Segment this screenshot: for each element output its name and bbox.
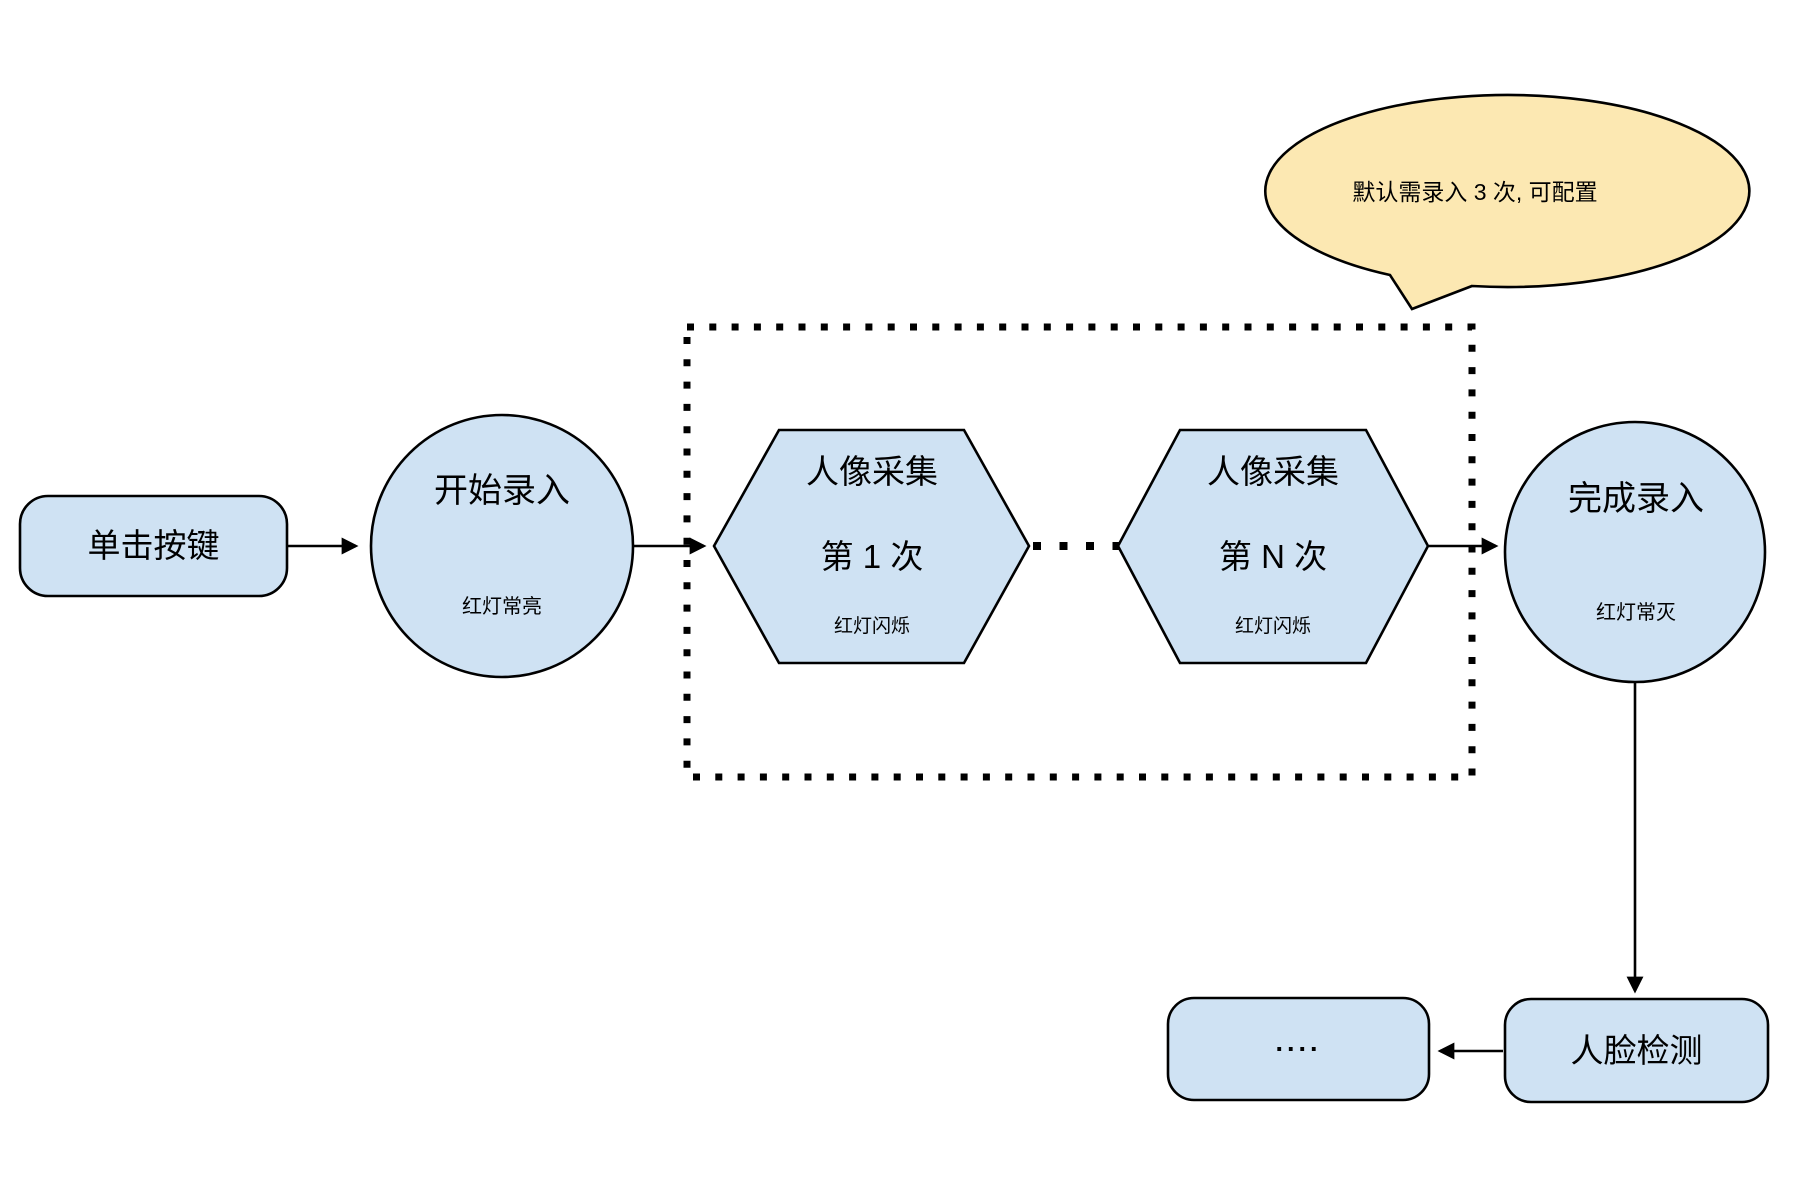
capture-group-dotted-frame xyxy=(683,323,1476,781)
callout-bubble xyxy=(1263,93,1751,311)
node-capture-nth xyxy=(1116,428,1430,665)
capture-first-title: 人像采集 xyxy=(806,453,938,491)
node-more xyxy=(1166,996,1431,1102)
finish-record-label: 完成录入 xyxy=(1568,480,1704,519)
capture-first-status: 红灯闪烁 xyxy=(833,616,910,638)
start-record-label: 开始录入 xyxy=(434,472,570,511)
start-record-status: 红灯常亮 xyxy=(462,595,542,618)
node-start-record xyxy=(369,413,635,679)
capture-nth-count: 第 N 次 xyxy=(1218,538,1328,576)
click-button-label: 单击按键 xyxy=(87,527,220,565)
capture-nth-status: 红灯闪烁 xyxy=(1234,616,1311,638)
more-node-label: .... xyxy=(1275,1027,1322,1058)
node-capture-first xyxy=(712,428,1031,665)
node-finish-record xyxy=(1503,420,1767,684)
finish-record-status: 红灯常灭 xyxy=(1596,601,1676,624)
capture-nth-title: 人像采集 xyxy=(1207,453,1339,491)
capture-first-count: 第 1 次 xyxy=(820,538,924,576)
node-face-detect xyxy=(1503,997,1770,1104)
callout-text: 默认需录入 3 次, 可配置 xyxy=(1352,178,1598,205)
face-detect-label: 人脸检测 xyxy=(1570,1031,1703,1069)
node-click-button xyxy=(18,494,289,598)
